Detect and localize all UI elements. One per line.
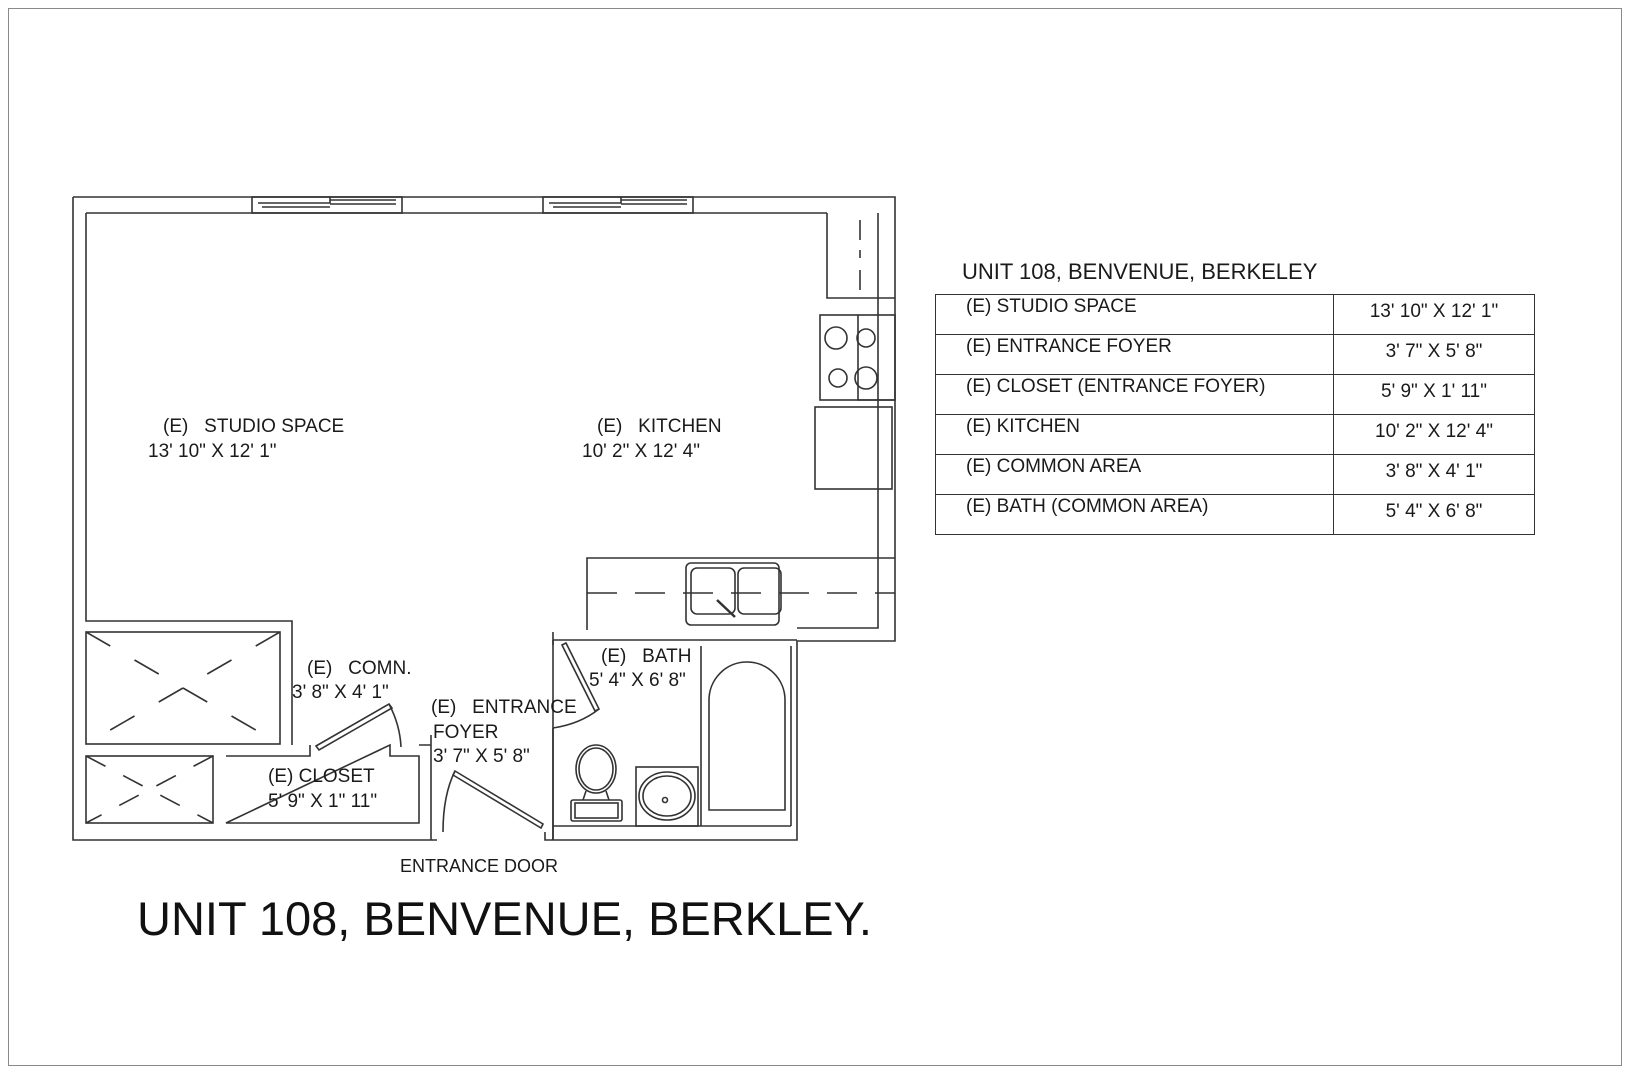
table-row: (E) STUDIO SPACE 13' 10" X 12' 1" <box>935 294 1535 335</box>
room-dims: 3' 8" X 4' 1" <box>1333 454 1535 495</box>
table-row: (E) BATH (COMMON AREA) 5' 4" X 6' 8" <box>935 494 1535 535</box>
room-name: (E) CLOSET (ENTRANCE FOYER) <box>935 374 1334 415</box>
table-row: (E) CLOSET (ENTRANCE FOYER) 5' 9" X 1' 1… <box>935 374 1535 415</box>
door-swing-icon <box>314 702 402 752</box>
lavatory-icon <box>635 766 699 827</box>
closet-dims: 5' 9" X 1" 11" <box>268 791 378 812</box>
kitchen-dims: 10' 2" X 12' 4" <box>582 441 700 462</box>
bath-label: (E) BATH <box>601 646 692 667</box>
closet-shelf-icon <box>85 631 281 745</box>
toilet-icon <box>570 744 623 822</box>
common-dims: 3' 8" X 4' 1" <box>292 682 389 703</box>
studio-label: (E) STUDIO SPACE <box>163 416 345 437</box>
room-dims: 5' 9" X 1' 11" <box>1333 374 1535 415</box>
refrigerator-icon <box>814 406 893 490</box>
entrance-door-label: ENTRANCE DOOR <box>400 856 559 876</box>
kitchen-label: (E) KITCHEN <box>597 416 722 437</box>
foyer-walls <box>419 735 432 840</box>
door-swing-icon <box>442 769 545 833</box>
room-name: (E) BATH (COMMON AREA) <box>935 494 1334 535</box>
closet-label: (E) CLOSET <box>268 766 375 787</box>
foyer-label-line2: FOYER <box>433 722 499 743</box>
table-row: (E) COMMON AREA 3' 8" X 4' 1" <box>935 454 1535 495</box>
bath-walls <box>552 632 797 840</box>
bath-dims: 5' 4" X 6' 8" <box>589 670 686 691</box>
closet-shelf-icon <box>85 755 214 824</box>
schedule-title: UNIT 108, BENVENUE, BERKELEY <box>962 259 1318 284</box>
foyer-dims: 3' 7" X 5' 8" <box>433 746 530 767</box>
window-icon <box>542 196 694 214</box>
studio-dims: 13' 10" X 12' 1" <box>148 441 277 462</box>
foyer-label-line1: (E) ENTRANCE <box>431 697 577 718</box>
kitchen-lower-counter <box>586 557 895 630</box>
table-row: (E) ENTRANCE FOYER 3' 7" X 5' 8" <box>935 334 1535 375</box>
exterior-walls <box>72 196 896 841</box>
room-name: (E) COMMON AREA <box>935 454 1334 495</box>
room-name: (E) STUDIO SPACE <box>935 294 1334 335</box>
door-swing-icon <box>552 641 601 729</box>
kitchen-upper-counter <box>826 213 895 299</box>
closet-walls <box>225 743 420 824</box>
table-row: (E) KITCHEN 10' 2" X 12' 4" <box>935 414 1535 455</box>
double-sink-icon <box>685 562 782 626</box>
room-dims: 10' 2" X 12' 4" <box>1333 414 1535 455</box>
bathtub-icon <box>708 661 786 811</box>
drawing-title: UNIT 108, BENVENUE, BERKLEY. <box>137 892 872 945</box>
sheet-border <box>8 8 1622 1066</box>
room-dims: 5' 4" X 6' 8" <box>1333 494 1535 535</box>
area-schedule-table: (E) STUDIO SPACE 13' 10" X 12' 1" (E) EN… <box>935 294 1535 535</box>
room-dims: 13' 10" X 12' 1" <box>1333 294 1535 335</box>
range-icon <box>819 314 896 401</box>
common-label: (E) COMN. <box>307 658 412 679</box>
room-name: (E) ENTRANCE FOYER <box>935 334 1334 375</box>
room-dims: 3' 7" X 5' 8" <box>1333 334 1535 375</box>
window-icon <box>251 196 403 214</box>
room-name: (E) KITCHEN <box>935 414 1334 455</box>
